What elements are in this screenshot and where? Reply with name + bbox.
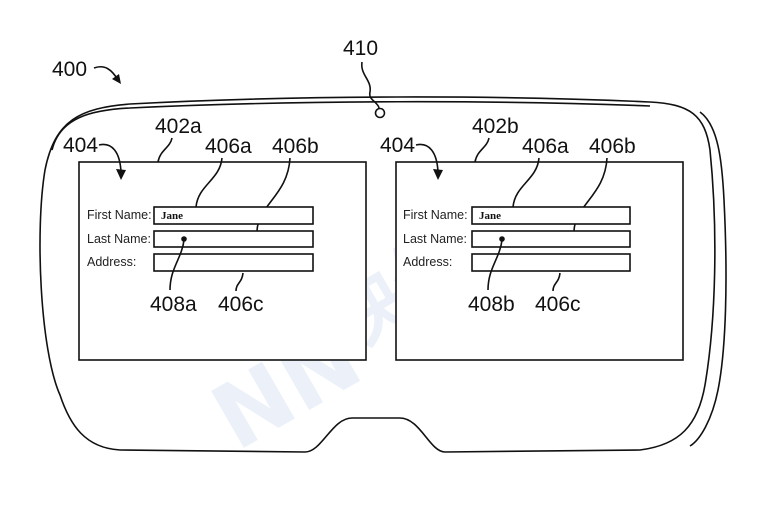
cursor-dot-icon xyxy=(499,236,505,242)
ref-404-left: 404 xyxy=(63,134,98,157)
arrowhead-icon xyxy=(112,74,121,84)
leader-402a xyxy=(157,137,173,163)
ref-404-right: 404 xyxy=(380,134,415,157)
leader-406c-left xyxy=(235,272,244,292)
headset-outline-right xyxy=(689,111,727,447)
first-name-value: Jane xyxy=(479,210,501,222)
ref-408b: 408b xyxy=(468,293,515,316)
first-name-label: First Name: xyxy=(403,208,468,222)
address-label: Address: xyxy=(87,255,136,269)
last-name-field[interactable] xyxy=(153,230,314,248)
arrowhead-icon xyxy=(433,169,443,180)
ref-406b-right: 406b xyxy=(589,135,636,158)
address-field[interactable] xyxy=(471,253,631,272)
display-panel-right: 404 402b 406a 406b First Name: Jane Last… xyxy=(380,115,684,361)
ref-406c-right: 406c xyxy=(535,293,581,316)
first-name-field[interactable] xyxy=(153,206,314,225)
ref-410: 410 xyxy=(343,37,378,60)
headset-outline-inner xyxy=(51,100,651,151)
leader-406a-left xyxy=(195,157,223,208)
address-field[interactable] xyxy=(153,253,314,272)
display-panel-left: 404 402a 406a 406b First Name: Jane Last… xyxy=(63,115,367,361)
ref-408a: 408a xyxy=(150,293,197,316)
leader-408a xyxy=(169,239,185,291)
ref-406b-left: 406b xyxy=(272,135,319,158)
leader-406a-right xyxy=(512,157,540,208)
ref-406a-left: 406a xyxy=(205,135,252,158)
ref-402a: 402a xyxy=(155,115,202,138)
first-name-field[interactable] xyxy=(471,206,631,225)
ref-400: 400 xyxy=(52,58,87,81)
leader-406c-right xyxy=(552,272,561,292)
cursor-dot-icon xyxy=(181,236,187,242)
first-name-value: Jane xyxy=(161,210,183,222)
arrowhead-icon xyxy=(116,169,126,180)
last-name-label: Last Name: xyxy=(87,232,151,246)
arrow-404-right xyxy=(415,143,439,173)
leader-408b xyxy=(487,239,503,291)
leader-410 xyxy=(361,61,380,109)
camera-icon xyxy=(374,107,386,119)
last-name-label: Last Name: xyxy=(403,232,467,246)
arrow-404-left xyxy=(98,143,122,173)
ref-402b: 402b xyxy=(472,115,519,138)
first-name-label: First Name: xyxy=(87,208,152,222)
leader-402b xyxy=(474,137,490,163)
ref-406a-right: 406a xyxy=(522,135,569,158)
ref-406c-left: 406c xyxy=(218,293,264,316)
last-name-field[interactable] xyxy=(471,230,631,248)
address-label: Address: xyxy=(403,255,452,269)
